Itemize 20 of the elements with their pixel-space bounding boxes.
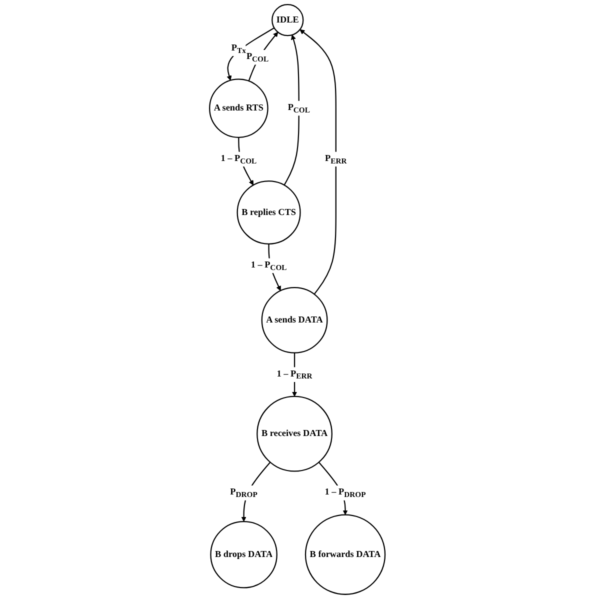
- node-circle: IDLE: [272, 4, 304, 36]
- arrow: [226, 27, 275, 81]
- edge-label: 1 – P$_{DROP}$: [324, 487, 366, 499]
- arrow: [284, 34, 300, 186]
- edge-label: 1 – P$_{ERR}$: [276, 368, 312, 380]
- node-circle: A sends DATA: [262, 287, 328, 354]
- edge-label: 1 – P$_{COL}$: [251, 260, 287, 272]
- arrow: [300, 29, 337, 295]
- edge-label: P$_{COL}$: [288, 102, 310, 114]
- node-circle: A sends RTS: [209, 78, 269, 138]
- edge-label: P$_{Tx}$: [232, 42, 246, 54]
- node-circle: B drops DATA: [210, 520, 278, 588]
- edge-label: 1 – P$_{COL}$: [220, 153, 257, 166]
- node-circle: B forwards DATA: [305, 514, 386, 595]
- arrow: [248, 32, 278, 82]
- edge-label: P$_{COL}$: [246, 52, 269, 64]
- edge-label: P$_{ERR}$: [325, 153, 347, 166]
- node-circle: B receives DATA: [256, 396, 333, 472]
- edge-label: P$_{DROP}$: [230, 487, 258, 499]
- node-circle: B replies CTS: [236, 180, 301, 245]
